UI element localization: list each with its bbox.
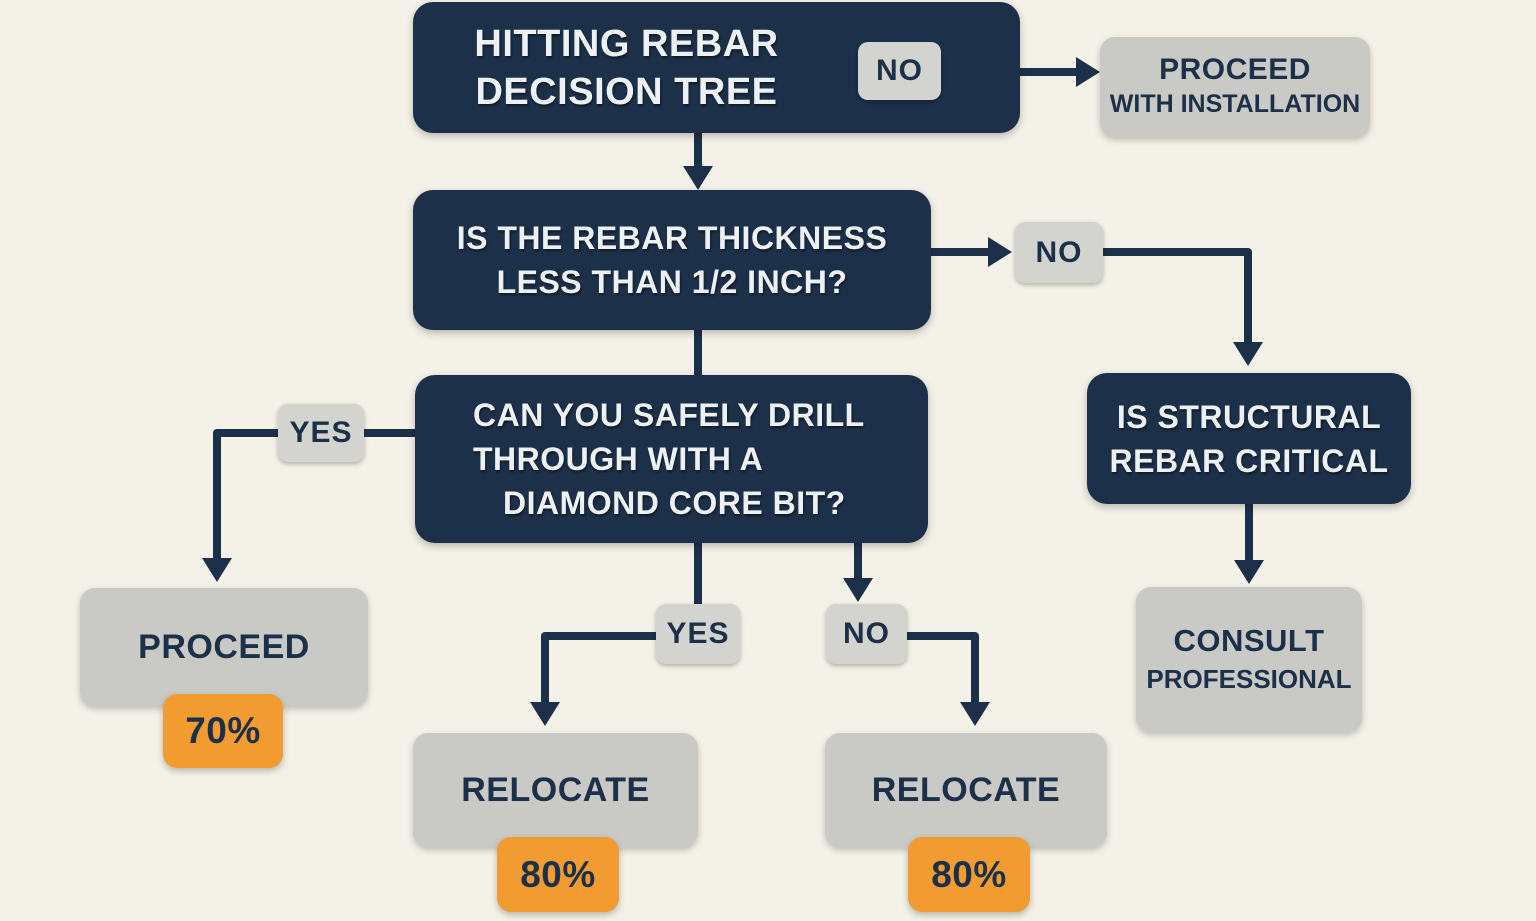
arrow-down-icon: [1233, 342, 1263, 366]
structural-line-2: REBAR CRITICAL: [1109, 442, 1389, 479]
drill-line-3: DIAMOND CORE BIT?: [503, 485, 846, 521]
arrow-down-icon: [1234, 560, 1264, 584]
thickness-line-2: LESS THAN 1/2 INCH?: [496, 264, 848, 300]
connector-structural-to-consult: [1234, 502, 1264, 584]
arrow-down-icon: [843, 578, 873, 602]
title-line-2: DECISION TREE: [475, 70, 778, 113]
arrow-down-icon: [530, 702, 560, 726]
drill-line-2: THROUGH WITH A: [473, 441, 764, 477]
structural-line-1: IS STRUCTURAL: [1116, 398, 1382, 435]
relocate-right-label: RELOCATE: [871, 770, 1061, 809]
badge-no-top: NO: [858, 42, 941, 100]
proceed-installation-line-1: PROCEED: [1159, 53, 1311, 86]
connector-no-badge-to-structural: [1098, 248, 1263, 366]
thickness-line-1: IS THE REBAR THICKNESS: [456, 220, 888, 256]
node-consult-professional: CONSULT PROFESSIONAL: [1136, 587, 1362, 732]
node-relocate-left: RELOCATE: [413, 733, 698, 847]
node-proceed-with-installation: PROCEED WITH INSTALLATION: [1100, 37, 1370, 137]
node-question-rebar-thickness: IS THE REBAR THICKNESS LESS THAN 1/2 INC…: [413, 190, 931, 330]
drill-line-1: CAN YOU SAFELY DRILL: [473, 397, 865, 433]
node-proceed: PROCEED: [80, 588, 368, 706]
title-node: HITTING REBAR DECISION TREE: [413, 2, 1020, 133]
arrow-down-icon: [960, 702, 990, 726]
arrow-right-icon: [988, 237, 1012, 267]
node-relocate-right: RELOCATE: [825, 733, 1107, 847]
arrow-down-icon: [683, 166, 713, 190]
node-question-diamond-core-bit: CAN YOU SAFELY DRILL THROUGH WITH A DIAM…: [415, 375, 928, 543]
badge-yes-middle: YES: [656, 604, 740, 664]
proceed-label: PROCEED: [138, 627, 310, 666]
badge-no-thickness: NO: [1015, 222, 1103, 283]
connector-drill-to-no-mid: [843, 540, 873, 602]
proceed-installation-line-2: WITH INSTALLATION: [1109, 90, 1361, 118]
connector-thickness-to-no-badge: [931, 237, 1012, 267]
node-question-structural-rebar: IS STRUCTURAL REBAR CRITICAL: [1087, 373, 1411, 504]
arrow-right-icon: [1076, 57, 1100, 87]
relocate-left-percent-badge: 80%: [497, 837, 619, 912]
badge-yes-left: YES: [278, 404, 364, 462]
proceed-percent-badge: 70%: [163, 694, 283, 768]
relocate-left-label: RELOCATE: [461, 770, 650, 809]
connector-yes-mid-to-relocate-left: [530, 632, 700, 726]
connector-title-no-to-proceed-installation: [1014, 57, 1100, 87]
consult-line-1: CONSULT: [1173, 622, 1325, 658]
title-line-1: HITTING REBAR: [474, 22, 779, 65]
arrow-down-icon: [202, 558, 232, 582]
badge-no-middle: NO: [826, 604, 907, 664]
connector-title-to-thickness: [683, 125, 713, 190]
consult-line-2: PROFESSIONAL: [1146, 663, 1352, 694]
relocate-right-percent-badge: 80%: [908, 837, 1030, 912]
